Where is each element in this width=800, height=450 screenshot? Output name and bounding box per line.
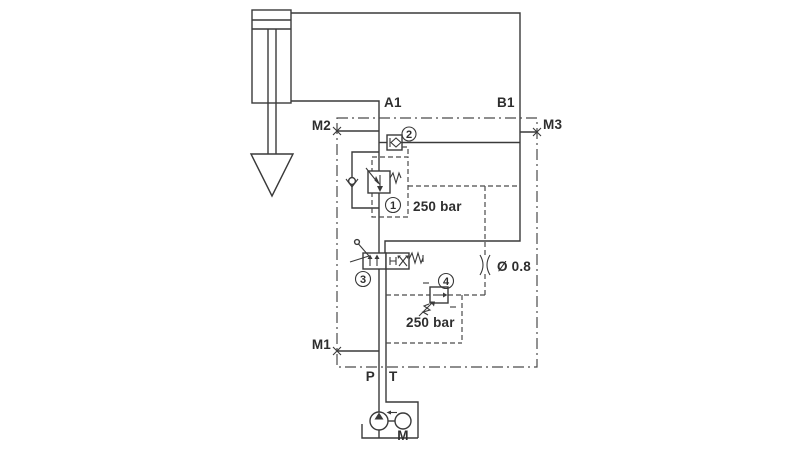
port-label-m1: M1: [312, 337, 331, 352]
port-label-t: T: [389, 369, 398, 384]
relief-valve-1-icon: [345, 146, 409, 218]
motor-label: M: [397, 428, 408, 443]
plug-m1-icon: [332, 346, 342, 356]
port-label-a1: A1: [384, 95, 402, 110]
port-label-p: P: [366, 369, 375, 384]
drive-shaft-icon: [386, 410, 397, 422]
check-valve-2-icon: [386, 134, 403, 151]
item-number-2: 2: [406, 129, 412, 141]
item-ballon-3: 3: [354, 270, 372, 288]
ram-tool-icon: [249, 153, 295, 198]
plug-m2-icon: [332, 126, 342, 136]
pump-icon: [369, 411, 389, 431]
plug-m3-icon: [532, 127, 542, 137]
directional-valve-3-icon: [349, 238, 424, 270]
port-label-b1: B1: [497, 95, 515, 110]
port-label-m3: M3: [543, 117, 562, 132]
manifold-block-boundary: [336, 117, 538, 368]
hydraulic-cylinder: [251, 9, 292, 154]
relief-valve-4-icon: [418, 282, 456, 317]
item-number-1: 1: [390, 200, 396, 212]
relief-4-setting: 250 bar: [406, 315, 455, 330]
item-number-4: 4: [443, 276, 450, 288]
item-number-3: 3: [360, 274, 366, 286]
tank-icon: [361, 424, 418, 439]
orifice-label: Ø 0.8: [497, 259, 531, 274]
item-ballon-1: 1: [384, 196, 402, 214]
pilot-lines: [386, 185, 519, 344]
item-ballon-4: 4: [437, 272, 455, 290]
relief-1-setting: 250 bar: [413, 199, 462, 214]
motor-icon: [394, 412, 412, 430]
pipe-lines: [291, 12, 537, 438]
orifice-symbol: [479, 254, 491, 276]
item-ballon-2: 2: [401, 126, 417, 142]
port-label-m2: M2: [312, 118, 331, 133]
